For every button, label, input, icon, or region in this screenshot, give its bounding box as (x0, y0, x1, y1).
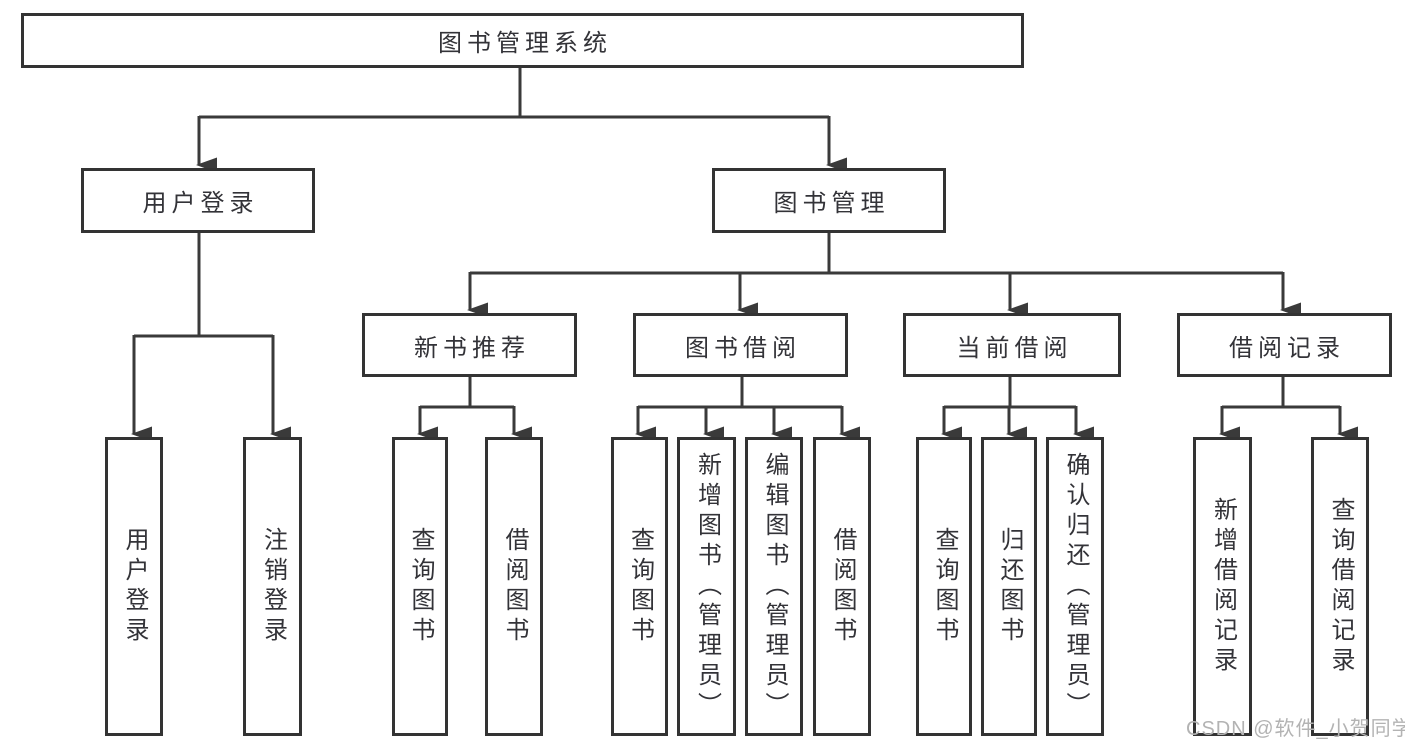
node-book-management: 图书管理 (712, 168, 946, 233)
leaf-return-book-label: 归还图书 (996, 526, 1023, 647)
leaf-logout: 注销登录 (243, 437, 302, 736)
node-current-borrow: 当前借阅 (903, 313, 1121, 377)
leaf-borrow-books-2: 借阅图书 (813, 437, 871, 736)
node-user-login-label: 用户登录 (142, 190, 259, 217)
leaf-user-login-label: 用户登录 (121, 526, 148, 647)
leaf-add-borrow-record-label: 新增借阅记录 (1209, 496, 1237, 677)
leaf-logout-label: 注销登录 (259, 526, 287, 647)
node-new-book-recommend-label: 新书推荐 (414, 334, 530, 362)
leaf-borrow-books-1: 借阅图书 (485, 437, 543, 736)
leaf-edit-book-admin: 编辑图书（管理员） (745, 437, 803, 736)
watermark: CSDN @软件_小贺同学 (1186, 718, 1405, 740)
leaf-query-borrow-record-label: 查询借阅记录 (1327, 496, 1354, 677)
leaf-borrow-books-1-label: 借阅图书 (501, 526, 528, 647)
node-book-management-label: 图书管理 (773, 190, 890, 217)
leaf-query-borrow-record: 查询借阅记录 (1311, 437, 1369, 736)
leaf-query-books-1-label: 查询图书 (407, 526, 434, 647)
leaf-query-books-3: 查询图书 (916, 437, 972, 736)
leaf-confirm-return-admin-label: 确认归还（管理员） (1062, 451, 1089, 722)
leaf-borrow-books-2-label: 借阅图书 (829, 526, 856, 647)
node-root: 图书管理系统 (21, 13, 1024, 68)
leaf-add-borrow-record: 新增借阅记录 (1193, 437, 1252, 736)
node-book-borrow-label: 图书借阅 (685, 334, 801, 362)
leaf-query-books-2: 查询图书 (611, 437, 668, 736)
leaf-edit-book-admin-label: 编辑图书（管理员） (761, 451, 788, 722)
node-new-book-recommend: 新书推荐 (362, 313, 577, 377)
node-borrow-records: 借阅记录 (1177, 313, 1392, 377)
leaf-add-book-admin: 新增图书（管理员） (677, 437, 736, 736)
leaf-return-book: 归还图书 (981, 437, 1037, 736)
leaf-add-book-admin-label: 新增图书（管理员） (693, 451, 721, 722)
node-user-login: 用户登录 (81, 168, 315, 233)
leaf-user-login: 用户登录 (105, 437, 163, 736)
node-root-label: 图书管理系统 (438, 30, 612, 57)
node-current-borrow-label: 当前借阅 (956, 334, 1073, 362)
node-borrow-records-label: 借阅记录 (1229, 334, 1345, 362)
leaf-query-books-3-label: 查询图书 (931, 526, 958, 647)
leaf-confirm-return-admin: 确认归还（管理员） (1046, 437, 1104, 736)
leaf-query-books-2-label: 查询图书 (626, 526, 654, 647)
leaf-query-books-1: 查询图书 (392, 437, 448, 736)
node-book-borrow: 图书借阅 (633, 313, 848, 377)
